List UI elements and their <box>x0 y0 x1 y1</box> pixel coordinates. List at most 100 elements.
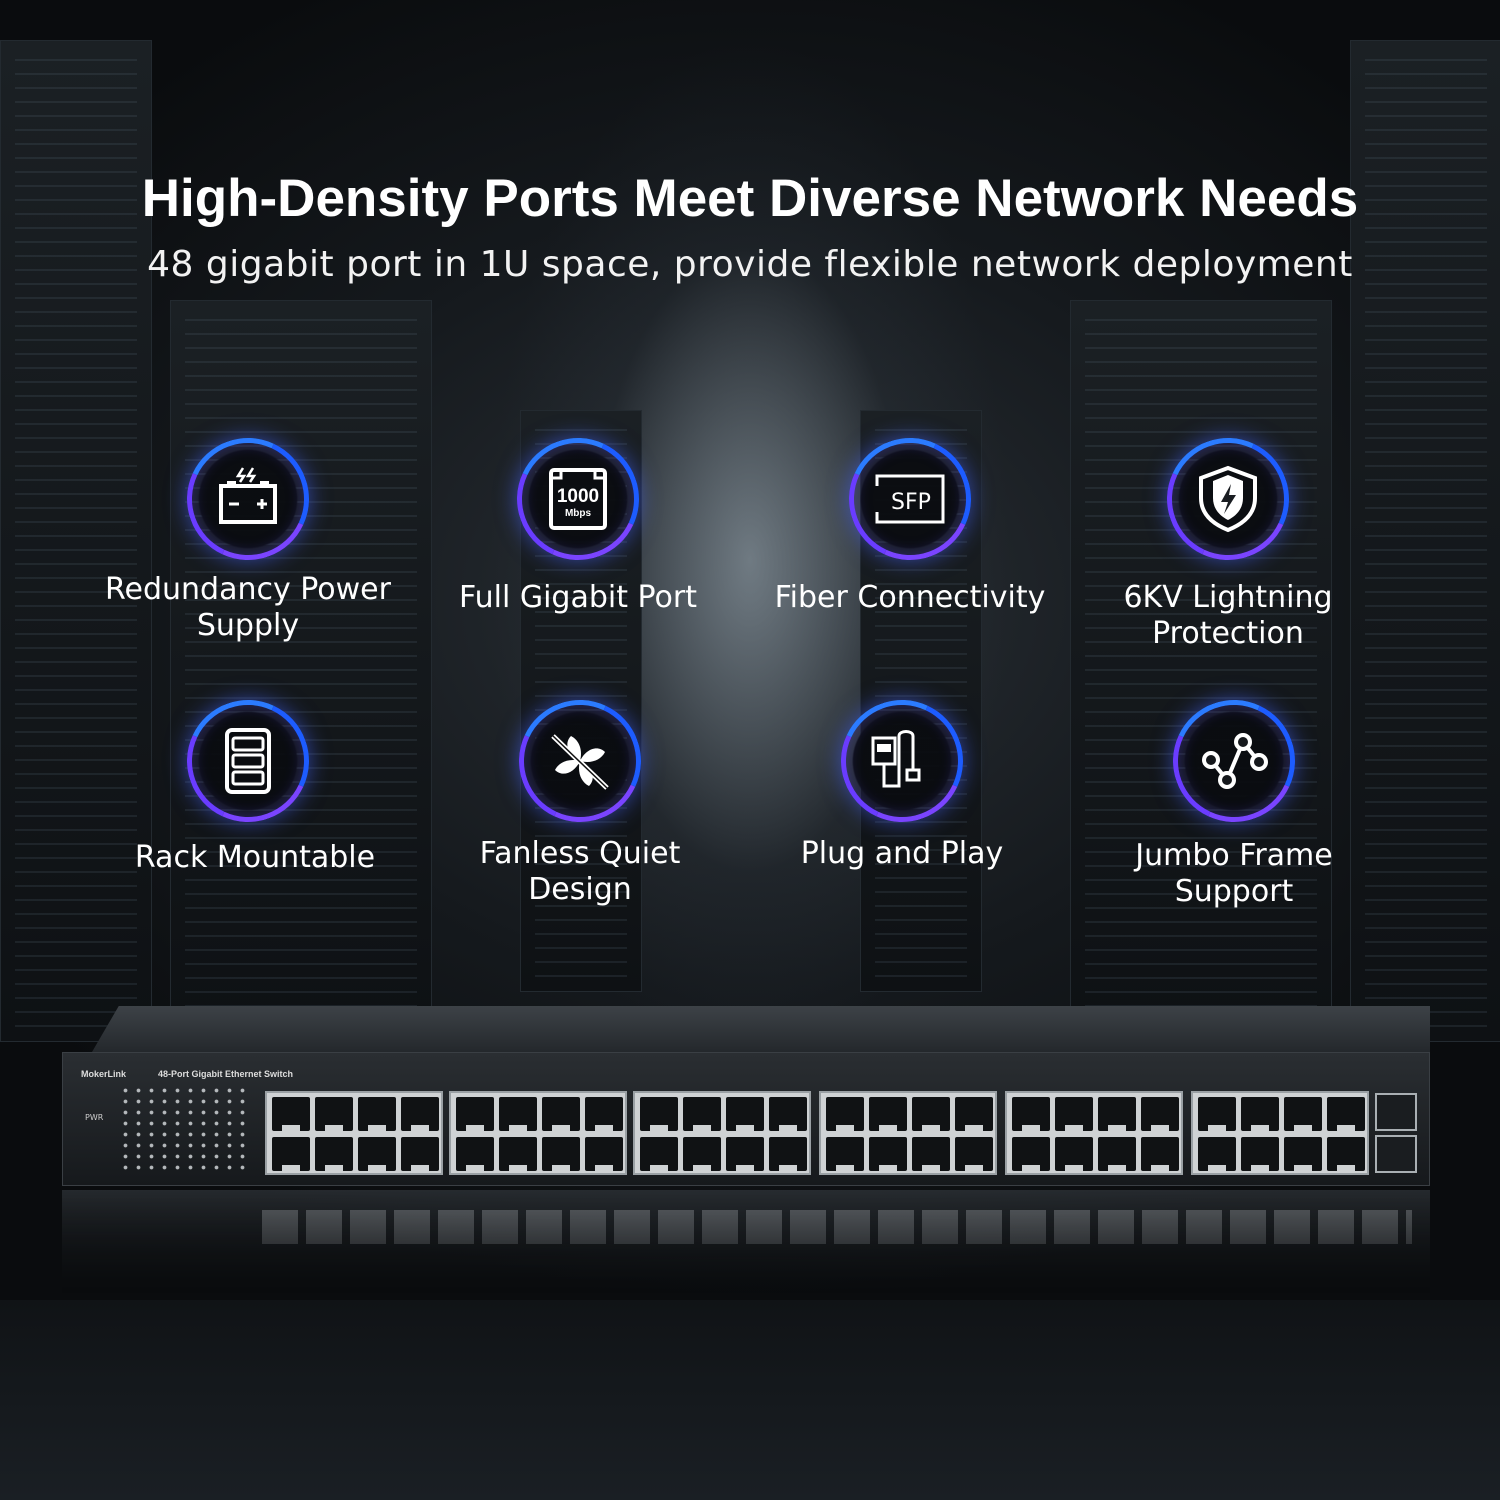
rj45-port[interactable] <box>1327 1097 1365 1133</box>
network-switch: MokerLink 48-Port Gigabit Ethernet Switc… <box>62 1006 1430 1186</box>
rj45-port[interactable] <box>315 1097 353 1133</box>
feature-fiber: SFP Fiber Connectivity <box>760 440 1060 616</box>
server-rack-left <box>170 300 432 1022</box>
rj45-port[interactable] <box>1198 1097 1236 1133</box>
feature-plug-and-play: Plug and Play <box>752 702 1052 872</box>
rj45-port[interactable] <box>1012 1137 1050 1173</box>
rj45-port[interactable] <box>1141 1137 1179 1173</box>
rj45-port[interactable] <box>272 1137 310 1173</box>
feature-jumbo-frame: Jumbo Frame Support <box>1084 702 1384 910</box>
rj45-port[interactable] <box>769 1137 807 1173</box>
sfp-port[interactable] <box>1375 1135 1417 1173</box>
rj45-port[interactable] <box>358 1137 396 1173</box>
rj45-port[interactable] <box>315 1137 353 1173</box>
rj45-port[interactable] <box>1098 1097 1136 1133</box>
network-nodes-icon <box>1202 733 1268 789</box>
feature-ring: SFP <box>851 440 969 558</box>
port-block <box>1005 1091 1183 1175</box>
rj45-port[interactable] <box>585 1097 623 1133</box>
icon-text-1000: 1000 <box>557 486 599 507</box>
rj45-port[interactable] <box>955 1137 993 1173</box>
rj45-port[interactable] <box>640 1097 678 1133</box>
feature-label: Jumbo Frame Support <box>1135 838 1333 909</box>
server-rack-right <box>1070 300 1332 1022</box>
gigabit-port-icon: 1000 Mbps <box>549 468 607 530</box>
port-block <box>1191 1091 1369 1175</box>
rj45-port[interactable] <box>542 1097 580 1133</box>
shield-lightning-icon <box>1199 465 1257 533</box>
feature-ring <box>1169 440 1287 558</box>
feature-label: Full Gigabit Port <box>459 580 697 615</box>
rj45-port[interactable] <box>826 1097 864 1133</box>
feature-ring <box>521 702 639 820</box>
feature-ring <box>1175 702 1293 820</box>
rj45-port[interactable] <box>401 1097 439 1133</box>
rj45-port[interactable] <box>869 1097 907 1133</box>
feature-redundancy-power: Redundancy Power Supply <box>98 440 398 644</box>
switch-brand: MokerLink <box>81 1069 127 1079</box>
switch-reflection <box>62 1190 1430 1300</box>
reflection-ports <box>262 1210 1412 1244</box>
feature-full-gigabit: 1000 Mbps Full Gigabit Port <box>428 440 728 616</box>
rack-icon <box>225 728 271 794</box>
rj45-port[interactable] <box>1098 1137 1136 1173</box>
feature-label: Rack Mountable <box>134 840 376 875</box>
feature-rack-mountable: Rack Mountable <box>98 702 398 876</box>
rj45-port[interactable] <box>826 1137 864 1173</box>
rj45-port[interactable] <box>1241 1097 1279 1133</box>
pwr-label: PWR <box>85 1113 104 1122</box>
page-subtitle: 48 gigabit port in 1U space, provide fle… <box>147 244 1353 285</box>
rj45-port[interactable] <box>1141 1097 1179 1133</box>
feature-label: Redundancy Power Supply <box>105 572 391 643</box>
feature-ring <box>843 702 961 820</box>
rj45-port[interactable] <box>499 1137 537 1173</box>
rj45-port[interactable] <box>726 1097 764 1133</box>
rj45-port[interactable] <box>1055 1137 1093 1173</box>
rj45-port[interactable] <box>1284 1097 1322 1133</box>
rj45-port[interactable] <box>456 1097 494 1133</box>
rj45-port[interactable] <box>769 1097 807 1133</box>
rj45-port[interactable] <box>869 1137 907 1173</box>
rj45-port[interactable] <box>272 1097 310 1133</box>
fanless-icon <box>551 734 609 790</box>
feature-ring <box>189 440 307 558</box>
rj45-port[interactable] <box>1241 1137 1279 1173</box>
feature-fanless: Fanless Quiet Design <box>430 702 730 908</box>
port-block <box>633 1091 811 1175</box>
port-block <box>819 1091 997 1175</box>
sfp-port[interactable] <box>1375 1093 1417 1131</box>
rj45-port[interactable] <box>358 1097 396 1133</box>
feature-label: 6KV Lightning Protection <box>1123 580 1333 651</box>
rj45-port[interactable] <box>683 1097 721 1133</box>
icon-text-mbps: Mbps <box>565 508 592 519</box>
rj45-port[interactable] <box>542 1137 580 1173</box>
rj45-port[interactable] <box>1055 1097 1093 1133</box>
rj45-port[interactable] <box>726 1137 764 1173</box>
rj45-port[interactable] <box>1198 1137 1236 1173</box>
battery-icon <box>219 467 277 524</box>
rj45-port[interactable] <box>585 1137 623 1173</box>
switch-top-panel <box>92 1006 1430 1052</box>
feature-ring <box>189 702 307 820</box>
rj45-port[interactable] <box>683 1137 721 1173</box>
rj45-port[interactable] <box>912 1137 950 1173</box>
rj45-port[interactable] <box>1327 1137 1365 1173</box>
rj45-port[interactable] <box>1284 1137 1322 1173</box>
rj45-port[interactable] <box>1012 1097 1050 1133</box>
rj45-port[interactable] <box>955 1097 993 1133</box>
rj45-port[interactable] <box>499 1097 537 1133</box>
rj45-port[interactable] <box>401 1137 439 1173</box>
rj45-port[interactable] <box>640 1137 678 1173</box>
floor <box>0 1300 1500 1500</box>
icon-text-sfp: SFP <box>891 490 931 515</box>
ethernet-cable-icon <box>871 730 921 788</box>
feature-label: Fiber Connectivity <box>774 580 1046 615</box>
feature-label: Plug and Play <box>800 836 1004 871</box>
rj45-port[interactable] <box>912 1097 950 1133</box>
rj45-port[interactable] <box>456 1137 494 1173</box>
page-title: High-Density Ports Meet Diverse Network … <box>141 169 1359 228</box>
port-block <box>265 1091 443 1175</box>
sfp-icon: SFP <box>875 474 945 524</box>
port-block <box>449 1091 627 1175</box>
server-rack-left-far <box>0 40 152 1042</box>
